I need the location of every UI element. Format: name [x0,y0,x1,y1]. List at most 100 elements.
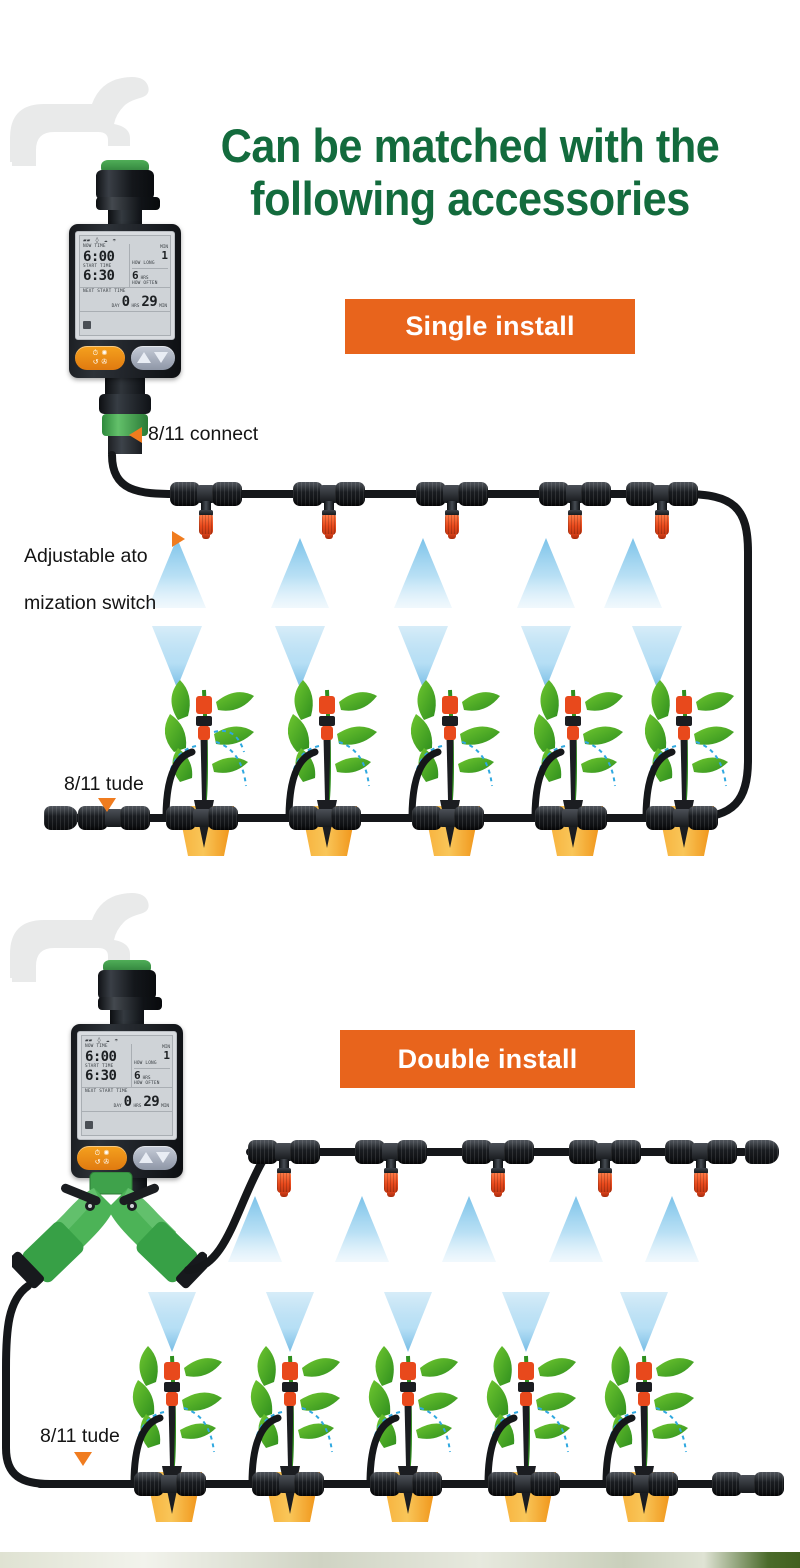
adjustable-atomizing-nozzle[interactable] [694,1173,708,1197]
tee-connector [412,806,484,832]
down-arrow-icon[interactable] [156,1152,171,1163]
tube-arrow-icon [98,798,116,812]
lcd-screen: ▰▰ ◊ ☁ ☂ NOW TIME 6:00 START TIME 6:30 [75,231,175,340]
page-title: Can be matched with the following access… [203,119,737,225]
callout-tube-single: 8/11 tude [64,773,144,795]
clock-icon: ⏱ [94,1149,101,1157]
tee-connector [606,1472,678,1498]
faucet-connector-cap [96,160,160,224]
updown-button-pad[interactable] [132,1145,177,1170]
tee-connector [416,482,488,539]
adjustable-atomizing-nozzle[interactable] [384,1173,398,1197]
down-arrow-icon[interactable] [154,352,169,363]
tee-connector [166,806,238,832]
lcd-how-often-value: 6 [132,268,139,282]
controller-buttons: ⏱↺ ✺✇ [75,345,175,370]
rain-icon: ☂ [112,237,117,244]
adjustable-atomizing-nozzle[interactable] [491,1173,505,1197]
page-title-line2: following accessories [250,171,690,225]
adjustable-atomizing-nozzle[interactable] [598,1173,612,1197]
atomization-arrow-icon [172,531,185,547]
gear-icon: ✺ [103,1149,110,1157]
up-arrow-icon[interactable] [139,1152,154,1163]
tee-connector [535,806,607,832]
callout-atomization-switch: Adjustable ato mization switch [24,521,202,616]
lcd-how-often-unit: HRS [142,1075,151,1081]
lcd-next-start-label: NEXT START TIME [85,1089,128,1094]
adjustable-atomizing-nozzle[interactable] [445,515,459,539]
lcd-how-often-unit: HRS [140,275,149,281]
lcd-how-long-label: HOW LONG [132,261,155,266]
tee-connector [289,806,361,832]
lcd-next-start-hours: 0 [123,1093,132,1110]
water-timer-controller-2[interactable]: ▰▰ ◊ ☁ ☂ NOW TIME 6:00 START TIME 6:30 [71,960,183,1194]
lcd-status-icons: ▰▰ ◊ ☁ ☂ [82,1036,172,1044]
lcd-status-icons: ▰▰ ◊ ☁ ☂ [80,236,170,244]
tee-connector [134,1472,206,1498]
lcd-screen: ▰▰ ◊ ☁ ☂ NOW TIME 6:00 START TIME 6:30 [77,1031,177,1140]
tube-arrow-icon [74,1452,92,1466]
controller-body: ▰▰ ◊ ☁ ☂ NOW TIME 6:00 START TIME 6:30 [69,224,181,378]
adjustable-atomizing-nozzle[interactable] [568,515,582,539]
mode-button-pad[interactable]: ⏱↺ ✺✇ [75,345,125,370]
cloud-icon: ☁ [105,1037,110,1044]
cap-neck [110,1010,144,1024]
water-timer-controller-1[interactable]: ▰▰ ◊ ☁ ☂ NOW TIME 6:00 START TIME 6:30 [69,160,181,454]
lcd-now-time-label: NOW TIME [83,244,106,249]
mode-button-pad[interactable]: ⏱↺ ✺✇ [77,1145,127,1170]
clock-icon: ⏱ [92,349,99,357]
adjustable-atomizing-nozzle[interactable] [322,515,336,539]
callout-tube-double: 8/11 tude [40,1425,120,1447]
callout-atomization-line2: mization switch [24,592,157,615]
lcd-start-time-label: START TIME [85,1063,114,1069]
connect-arrow-icon [129,427,142,443]
up-arrow-icon[interactable] [137,352,152,363]
lcd-how-often-label: HOW OFTEN [134,1080,160,1086]
cap-lock-ring [96,197,160,210]
tee-connector [462,1140,534,1197]
controller-buttons: ⏱↺ ✺✇ [77,1145,177,1170]
lcd-next-start-day: DAY [113,1103,122,1109]
lcd-next-start-day: DAY [111,303,120,309]
cap-lock-ring [98,997,162,1010]
tee-connector [569,1140,641,1197]
lcd-how-long-value: 1 [161,249,168,262]
drop-icon: ◊ [95,237,99,244]
lcd-how-long-unit: MIN [160,245,168,250]
gear-icon: ✺ [101,349,108,357]
lcd-next-start-mins-unit: MIN [159,303,167,309]
adjustable-atomizing-nozzle[interactable] [655,515,669,539]
tee-connector [170,482,242,539]
battery-icon: ▰▰ [83,237,91,244]
lcd-how-often-label: HOW OFTEN [132,280,158,286]
lcd-start-time-label: START TIME [83,263,112,269]
updown-button-pad[interactable] [130,345,175,370]
lcd-how-often-value: 6 [134,1068,141,1082]
callout-connect: 8/11 connect [148,423,259,445]
tee-connector [646,806,718,832]
lcd-next-start-mins: 29 [141,293,158,310]
tee-connector [488,1472,560,1498]
y-splitter[interactable] [12,1172,207,1304]
rain-icon: ☂ [114,1037,119,1044]
tee-connector [539,482,611,539]
loop-icon: ↺ [94,1158,101,1166]
adjustable-atomizing-nozzle[interactable] [199,515,213,539]
lcd-program-indicator [80,310,170,335]
cloud-icon: ☁ [103,237,108,244]
tee-connector [355,1140,427,1197]
lcd-how-long-value: 1 [163,1049,170,1062]
tee-connector [370,1472,442,1498]
lcd-how-long-unit: MIN [162,1045,170,1050]
controller-outlet-neck [105,377,145,394]
callout-atomization-line1: Adjustable ato [24,544,148,567]
lcd-next-start-label: NEXT START TIME [83,289,126,294]
badge-double-install: Double install [340,1030,635,1088]
drop-icon: ◊ [97,1037,101,1044]
controller-body: ▰▰ ◊ ☁ ☂ NOW TIME 6:00 START TIME 6:30 [71,1024,183,1178]
tee-connector [252,1472,324,1498]
tube-end-cap [44,806,78,830]
adjustable-atomizing-nozzle[interactable] [277,1173,291,1197]
tee-connector [712,1472,784,1498]
